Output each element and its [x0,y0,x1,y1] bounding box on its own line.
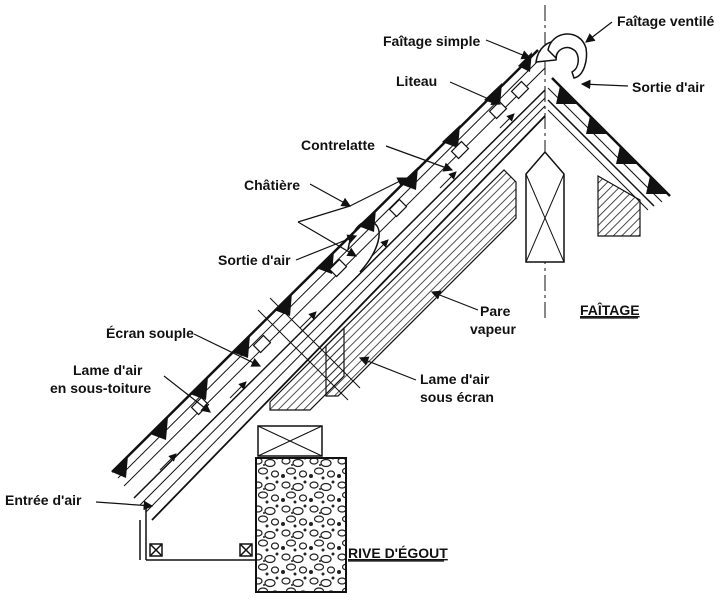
section-faitage: FAÎTAGE [580,301,640,318]
label-pare-vapeur-2: vapeur [470,321,516,337]
ridge-cap-ventilated [547,33,588,79]
ridge-post [525,150,565,263]
label-faitage-ventile: Faîtage ventilé [617,13,714,29]
label-lame-sous-toiture-1: Lame d'air [73,362,143,378]
label-sortie-air-mid: Sortie d'air [218,252,291,268]
eaves-box [139,508,256,561]
interior-frame [257,297,361,401]
label-lame-sous-ecran-1: Lame d'air [420,371,490,387]
label-pare-vapeur-1: Pare [480,303,511,319]
left-roof-slope [111,49,546,521]
masonry-wall [255,457,347,593]
airflow-arrows [159,113,515,471]
wall-plate [257,425,323,457]
label-lame-sous-ecran-2: sous écran [420,389,494,405]
leader-lines [95,21,629,511]
label-liteau: Liteau [396,73,437,89]
rafter-block-left [269,169,517,411]
label-chatiere: Châtière [244,177,300,193]
left-tiles [112,52,532,478]
label-contrelatte: Contrelatte [301,137,375,153]
battens [190,80,530,416]
section-rive-egout: RIVE D'ÉGOUT [348,545,448,561]
right-tiles [556,86,668,194]
label-lame-sous-toiture-2: en sous-toiture [50,380,151,396]
rafter-block-right [597,174,641,237]
label-entree-air: Entrée d'air [5,492,82,508]
label-ecran-souple: Écran souple [106,325,194,341]
chatiere-vent [347,220,380,273]
label-sortie-air-top: Sortie d'air [632,79,705,95]
label-faitage-simple: Faîtage simple [383,33,480,49]
